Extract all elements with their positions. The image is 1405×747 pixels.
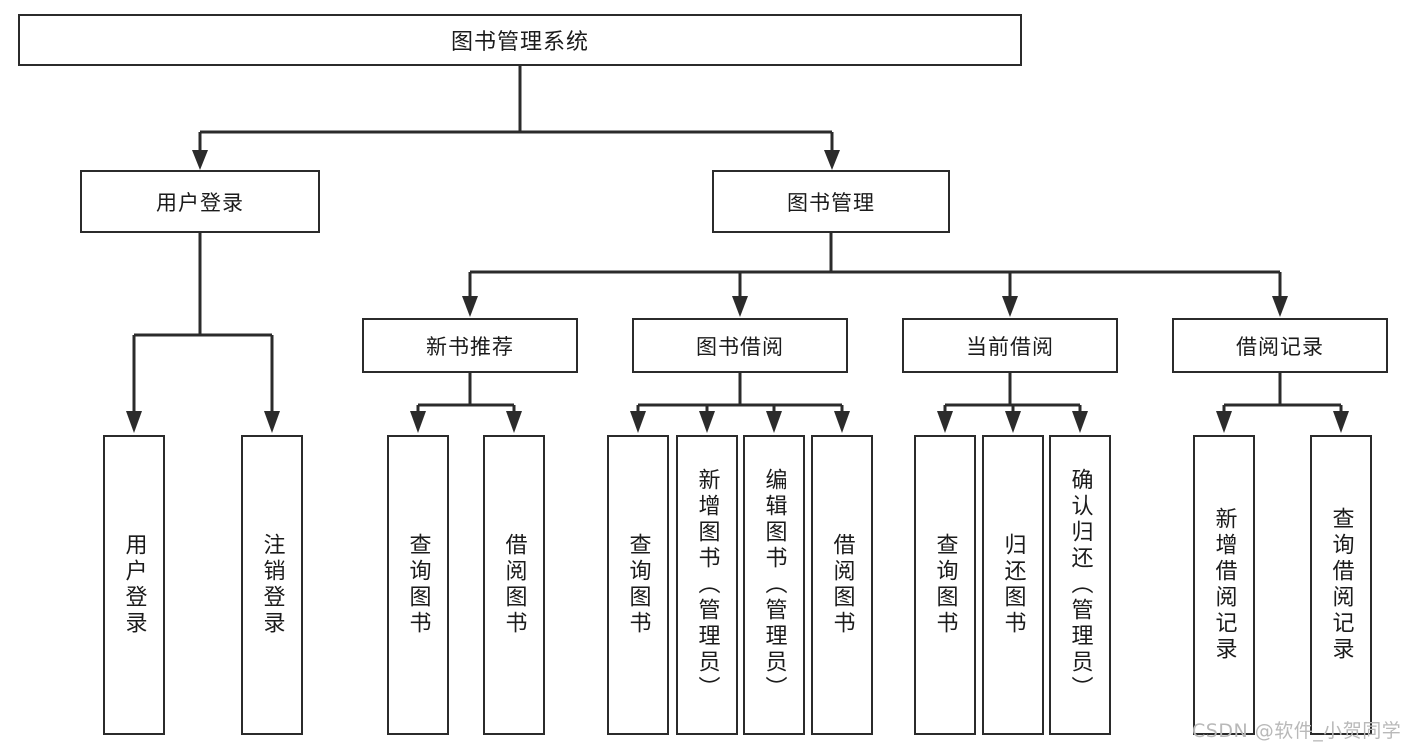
leaf-node-query-books-current[interactable]: 查询图书	[914, 435, 976, 735]
leaf-node-query-books-borrow[interactable]: 查询图书	[607, 435, 669, 735]
leaf-node-confirm-return-admin[interactable]: 确认归还（管理员）	[1049, 435, 1111, 735]
node-label: 借阅记录	[1236, 334, 1324, 359]
node-label: 查询图书	[932, 533, 958, 637]
node-book-management[interactable]: 图书管理	[712, 170, 950, 233]
node-label: 用户登录	[156, 190, 244, 215]
node-label: 编辑图书（管理员）	[761, 468, 787, 702]
node-label: 确认归还（管理员）	[1067, 468, 1093, 702]
leaf-node-return-books[interactable]: 归还图书	[982, 435, 1044, 735]
node-label: 查询借阅记录	[1328, 507, 1354, 663]
node-label: 借阅图书	[501, 533, 527, 637]
leaf-node-borrow-books[interactable]: 借阅图书	[811, 435, 873, 735]
node-book-borrowing[interactable]: 图书借阅	[632, 318, 848, 373]
node-label: 图书借阅	[696, 334, 784, 359]
leaf-node-query-books-recommend[interactable]: 查询图书	[387, 435, 449, 735]
node-label: 归还图书	[1000, 533, 1026, 637]
leaf-node-query-borrow-record[interactable]: 查询借阅记录	[1310, 435, 1372, 735]
node-label: 查询图书	[625, 533, 651, 637]
node-new-book-recommendation[interactable]: 新书推荐	[362, 318, 578, 373]
leaf-node-edit-book-admin[interactable]: 编辑图书（管理员）	[743, 435, 805, 735]
node-label: 用户登录	[121, 533, 147, 637]
node-label: 新增借阅记录	[1211, 507, 1237, 663]
leaf-node-logout[interactable]: 注销登录	[241, 435, 303, 735]
leaf-node-user-login[interactable]: 用户登录	[103, 435, 165, 735]
node-label: 新书推荐	[426, 334, 514, 359]
node-root-book-management-system[interactable]: 图书管理系统	[18, 14, 1022, 66]
node-label: 图书管理系统	[450, 30, 589, 55]
leaf-node-add-book-admin[interactable]: 新增图书（管理员）	[676, 435, 738, 735]
node-borrowing-record[interactable]: 借阅记录	[1172, 318, 1388, 373]
node-label: 借阅图书	[829, 533, 855, 637]
leaf-node-borrow-books-recommend[interactable]: 借阅图书	[483, 435, 545, 735]
node-current-borrowing[interactable]: 当前借阅	[902, 318, 1118, 373]
node-label: 注销登录	[259, 533, 285, 637]
node-user-login[interactable]: 用户登录	[80, 170, 320, 233]
csdn-watermark: CSDN @软件_小贺同学	[1192, 720, 1402, 742]
node-label: 查询图书	[405, 533, 431, 637]
leaf-node-add-borrow-record[interactable]: 新增借阅记录	[1193, 435, 1255, 735]
node-label: 新增图书（管理员）	[694, 468, 720, 702]
node-label: 当前借阅	[966, 334, 1054, 359]
node-label: 图书管理	[787, 190, 875, 215]
